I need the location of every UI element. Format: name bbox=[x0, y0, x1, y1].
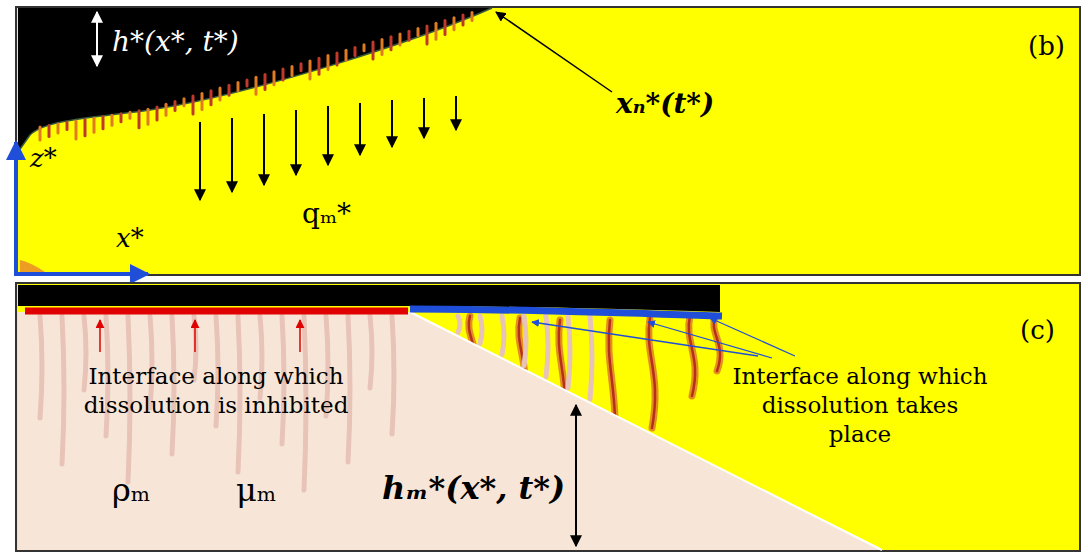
finger bbox=[390, 37, 393, 50]
finger bbox=[462, 15, 465, 25]
finger bbox=[336, 53, 339, 65]
finger bbox=[458, 316, 460, 332]
finger bbox=[62, 316, 64, 464]
finger bbox=[348, 316, 350, 462]
finger bbox=[120, 114, 123, 122]
finger bbox=[480, 316, 482, 343]
finger bbox=[84, 316, 86, 390]
plume-core bbox=[689, 316, 695, 396]
plume-core bbox=[714, 316, 720, 371]
finger bbox=[129, 112, 132, 118]
finger bbox=[345, 50, 348, 60]
plume bbox=[714, 316, 720, 371]
viscosity-symbol: μₘ bbox=[236, 470, 276, 510]
axis-label: z* bbox=[30, 142, 57, 175]
finger bbox=[370, 316, 372, 388]
finger bbox=[210, 91, 213, 105]
finger bbox=[255, 77, 258, 94]
finger bbox=[363, 45, 366, 51]
convective-fingers bbox=[40, 12, 472, 140]
finger bbox=[291, 66, 294, 75]
finger bbox=[75, 121, 78, 139]
finger bbox=[309, 61, 312, 79]
finger bbox=[300, 64, 303, 71]
front-position-label: xₙ*(t*) bbox=[616, 86, 714, 121]
finger bbox=[147, 109, 150, 124]
height-label: h*(x*, t*) bbox=[112, 24, 239, 59]
finger bbox=[201, 93, 204, 109]
finger bbox=[228, 85, 231, 95]
finger bbox=[237, 83, 240, 91]
finger bbox=[165, 104, 168, 115]
finger bbox=[192, 96, 195, 114]
finger bbox=[174, 102, 177, 111]
finger bbox=[264, 75, 267, 90]
finger bbox=[524, 316, 526, 366]
finger bbox=[66, 123, 69, 130]
density-symbol: ρₘ bbox=[112, 470, 150, 510]
plume bbox=[649, 318, 655, 428]
finger bbox=[57, 124, 60, 133]
plume-core bbox=[649, 318, 655, 428]
finger bbox=[40, 316, 42, 418]
finger bbox=[327, 56, 330, 70]
finger bbox=[546, 316, 548, 377]
flux-label: qₘ* bbox=[302, 196, 351, 231]
finger bbox=[84, 120, 87, 136]
finger bbox=[156, 107, 159, 120]
finger bbox=[453, 18, 456, 30]
finger bbox=[318, 58, 321, 74]
finger bbox=[354, 48, 357, 56]
finger bbox=[102, 117, 105, 129]
finger bbox=[372, 42, 375, 59]
finger bbox=[93, 118, 96, 132]
finger bbox=[590, 316, 592, 399]
axis-label: x* bbox=[116, 222, 144, 255]
finger bbox=[183, 99, 186, 106]
finger bbox=[111, 115, 114, 125]
finger bbox=[39, 127, 42, 140]
faint-fingers bbox=[40, 316, 592, 490]
annotation: Interface along which dissolution takes … bbox=[730, 362, 990, 448]
finger bbox=[435, 23, 438, 39]
finger bbox=[381, 39, 384, 54]
finger bbox=[408, 31, 411, 40]
panel-label: (c) bbox=[1020, 314, 1055, 347]
finger bbox=[444, 21, 447, 35]
height-label: hₘ*(x*, t*) bbox=[382, 468, 565, 508]
finger bbox=[273, 72, 276, 85]
finger bbox=[138, 111, 141, 128]
finger bbox=[471, 12, 474, 20]
panel-label: (b) bbox=[1028, 30, 1065, 63]
annotation: Interface along which dissolution is inh… bbox=[56, 362, 376, 420]
finger bbox=[426, 26, 429, 44]
finger bbox=[246, 80, 249, 86]
finger bbox=[568, 316, 570, 388]
finger bbox=[219, 88, 222, 100]
finger bbox=[417, 29, 420, 36]
plume bbox=[689, 316, 695, 396]
finger bbox=[48, 126, 51, 137]
finger bbox=[282, 69, 285, 80]
finger bbox=[399, 34, 402, 45]
finger bbox=[502, 316, 504, 355]
finger bbox=[392, 316, 394, 434]
